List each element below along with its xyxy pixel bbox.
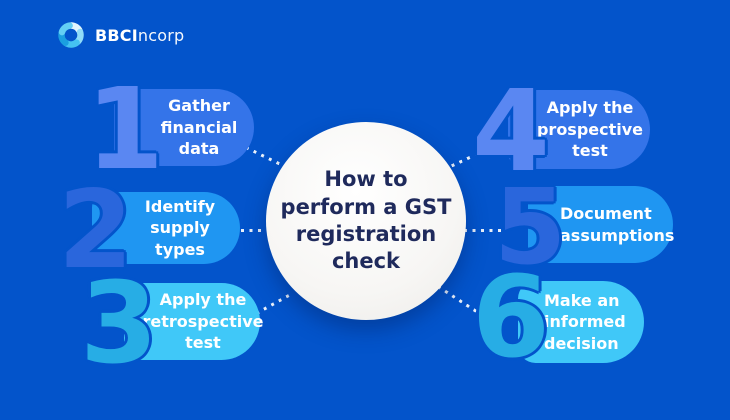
connector-step-2 [224,229,266,232]
step-6-pill [518,281,644,363]
step-1-pill [114,89,254,166]
step-2-number: 2 [58,168,134,293]
step-6-number: 6 [472,253,550,383]
center-circle: How to perform a GST registration check [266,122,466,320]
brand-logo: BBCIncorp [56,20,184,50]
step-5-pill [528,186,673,263]
step-6-label: Make an informed decision [544,290,626,353]
step-4-label: Apply the prospective test [536,98,644,161]
step-3-pill [124,283,260,360]
step-1-label: Gather financial data [160,96,238,159]
brand-name-bold: BBCI [95,25,138,45]
step-5-number: 5 [494,166,567,288]
connector-step-5 [464,229,504,232]
center-title: How to perform a GST registration check [280,167,452,274]
step-4-number: 4 [472,67,550,197]
brand-name-light: ncorp [137,25,185,45]
step-5-label: Document assumptions [560,204,675,245]
step-3-number: 3 [80,259,158,389]
step-4-pill [508,90,650,169]
step-2-pill [92,192,240,264]
brand-swirl-icon [58,22,84,48]
step-1-number: 1 [86,65,164,195]
brand-name: BBCIncorp [95,26,184,45]
step-3-label: Apply the retrospective test [142,290,264,353]
step-2-label: Identify supply types [144,196,216,259]
